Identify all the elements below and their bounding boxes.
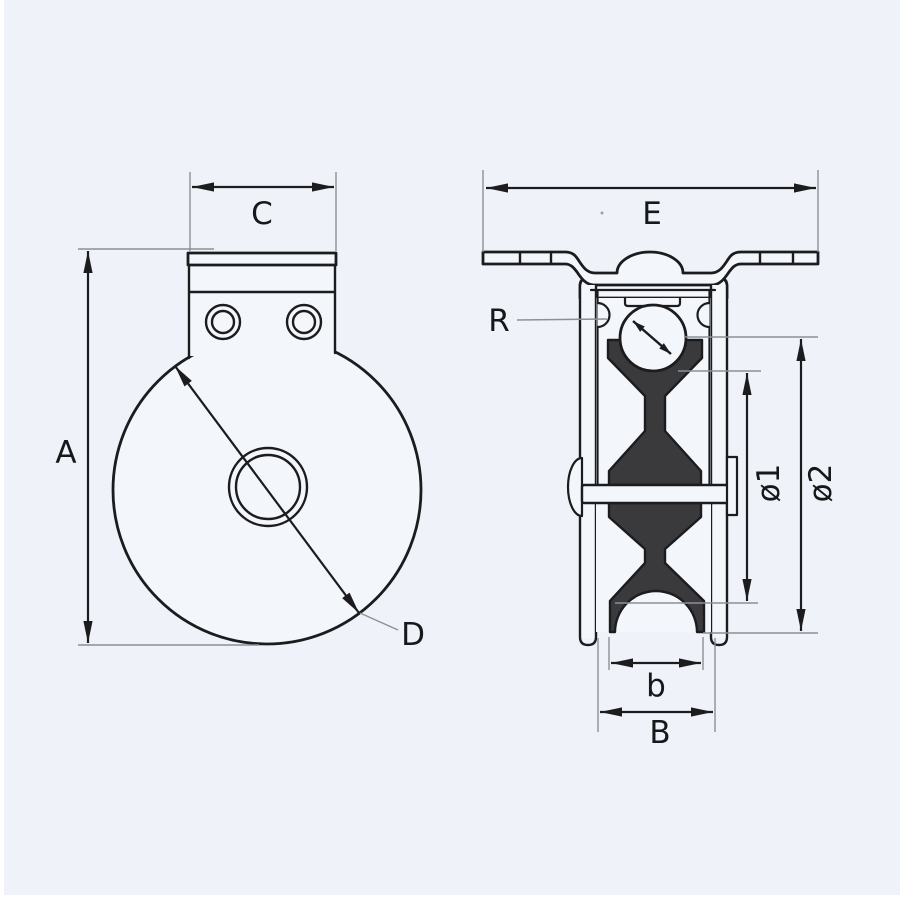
dim-R-leader — [516, 318, 608, 321]
dim-D: D — [174, 365, 425, 653]
dim-d1: ø1 — [615, 370, 787, 604]
bracket-top-flange — [186, 251, 338, 267]
axle-bar — [580, 483, 732, 505]
dim-A-extension-lines — [78, 248, 259, 646]
sheave-section-lower — [607, 501, 706, 634]
dim-b: b — [608, 637, 704, 704]
dim-B-extension-lines — [597, 638, 716, 732]
dim-d2-label: ø2 — [803, 464, 839, 503]
dim-b-extension-lines — [608, 637, 704, 670]
speck — [600, 211, 604, 215]
dim-B: B — [597, 638, 716, 751]
dim-C-extension-lines — [189, 172, 337, 251]
dim-R: R — [488, 303, 608, 339]
mounting-hole-left-inner — [210, 309, 236, 335]
dim-d2: ø2 — [684, 336, 839, 634]
side-view-dimensions: E R ø1 ø2 b B — [482, 170, 839, 751]
cavity-cutout-right — [696, 301, 711, 329]
axle-end-plate-right — [725, 455, 739, 517]
dim-D-leader — [359, 612, 399, 631]
dim-C: C — [189, 172, 337, 251]
dim-d1-label: ø1 — [751, 464, 787, 503]
bracket-body-lines — [187, 263, 337, 360]
left-edge-strip — [0, 0, 4, 900]
bracket-cover — [190, 254, 334, 356]
dim-B-label: B — [649, 715, 670, 751]
dim-E: E — [482, 170, 819, 252]
groove-radius-arrow — [632, 320, 672, 355]
frame-right-leg — [709, 283, 729, 647]
front-view-dimensions: C A D — [55, 172, 425, 653]
dim-D-arrow — [174, 365, 360, 614]
dim-E-extension-lines — [482, 170, 819, 252]
mounting-plate — [481, 250, 820, 287]
hub-inner-ring — [234, 453, 302, 521]
dim-C-label: C — [251, 196, 273, 232]
dim-d2-extension-lines — [684, 336, 818, 634]
dim-R-label: R — [488, 303, 510, 339]
mounting-hole-right-inner — [291, 309, 317, 335]
dim-A: A — [55, 248, 259, 646]
dim-A-label: A — [55, 435, 76, 471]
dim-d1-extension-lines — [615, 370, 761, 604]
frame-left-leg — [578, 283, 598, 647]
frame-right-leg-fill — [712, 285, 726, 638]
dim-E-label: E — [642, 196, 662, 232]
side-view — [481, 250, 820, 647]
mounting-plate-slot-dividers — [518, 250, 795, 266]
dim-D-label: D — [401, 617, 425, 653]
bottom-edge-strip — [0, 895, 900, 900]
cavity-cutout-left — [596, 301, 611, 329]
dim-b-label: b — [646, 668, 666, 704]
frame-left-leg-fill — [581, 285, 595, 638]
axle-boss-left — [566, 456, 584, 518]
